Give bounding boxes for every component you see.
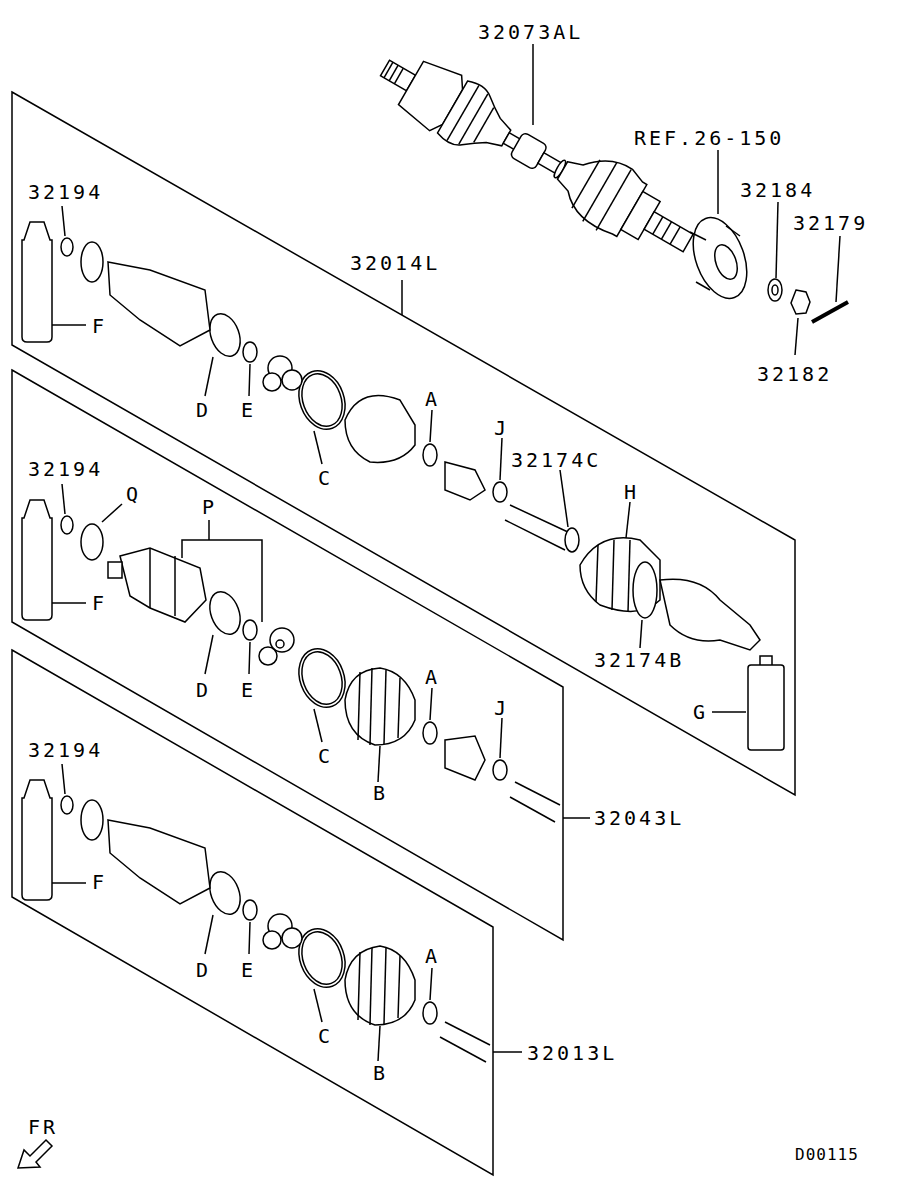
callout-number: 32194 (28, 182, 103, 202)
callout-number: D (196, 680, 211, 700)
callout-number: A (425, 667, 440, 687)
callout-number: F (92, 593, 107, 613)
callout-number: REF.26-150 (634, 128, 784, 148)
callout-number: 32179 (793, 213, 868, 233)
callout-number: A (425, 389, 440, 409)
callout-number: F (92, 872, 107, 892)
callout-number: G (693, 702, 708, 722)
callout-number: 32013L (527, 1043, 617, 1063)
callout-number: 32194 (28, 740, 103, 760)
callout-number: J (494, 418, 509, 438)
callout-number: 32174B (594, 650, 684, 670)
callout-number: C (318, 468, 333, 488)
callout-number: B (373, 1063, 388, 1083)
callout-number: B (373, 783, 388, 803)
callout-number: C (318, 1026, 333, 1046)
callout-number: 32073AL (478, 22, 583, 42)
callout-number: A (425, 946, 440, 966)
callout-number: D (196, 960, 211, 980)
callout-number: C (318, 746, 333, 766)
callout-number: 32174C (511, 450, 601, 470)
callout-number: D00115 (795, 1147, 859, 1163)
callout-number: E (241, 960, 256, 980)
callout-number: H (624, 482, 639, 502)
callout-number: 32184 (740, 180, 815, 200)
callout-number: Q (126, 484, 141, 504)
callout-number: J (494, 698, 509, 718)
callout-number: E (241, 400, 256, 420)
callout-number: FR (28, 1117, 58, 1137)
callout-number: 32194 (28, 459, 103, 479)
callout-number: P (202, 497, 217, 517)
callout-number: 32043L (594, 808, 684, 828)
callout-number: 32182 (757, 364, 832, 384)
callout-number: D (196, 400, 211, 420)
callout-number: 32014L (350, 253, 440, 273)
callout-number: F (92, 316, 107, 336)
callout-number: E (241, 680, 256, 700)
